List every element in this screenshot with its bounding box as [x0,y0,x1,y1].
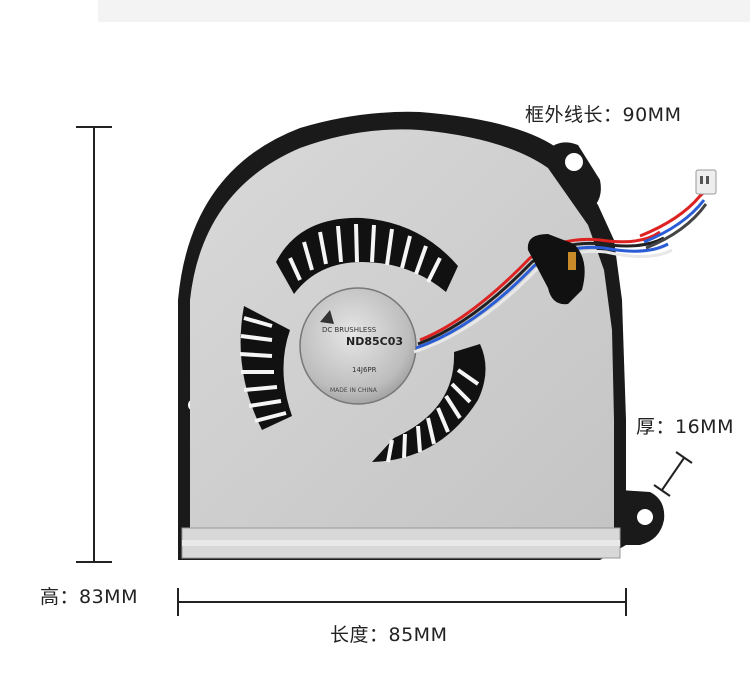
thickness-label: 厚：16MM [636,416,734,438]
length-dimension-line [177,588,627,616]
hub-label-line-4: MADE IN CHINA [330,387,378,394]
wire-length-label: 框外线长：90MM [525,104,682,126]
thickness-dimension-line [653,451,693,497]
hub-label-line-1: DC BRUSHLESS [322,326,377,334]
fan-blades [239,217,486,463]
height-dimension-line [76,126,112,563]
height-label: 高：83MM [40,586,138,608]
cable-connector [695,169,717,195]
cable-clip [527,234,585,305]
top-strip [98,0,750,22]
hub-label-line-3: 14J6PR [352,366,377,374]
brand-logo-icon [320,310,334,324]
fan-hub-label: DC BRUSHLESS ND85C03 14J6PR MADE IN CHIN… [299,287,417,405]
hub-label-line-2: ND85C03 [346,335,403,348]
length-label: 长度：85MM [330,624,448,646]
